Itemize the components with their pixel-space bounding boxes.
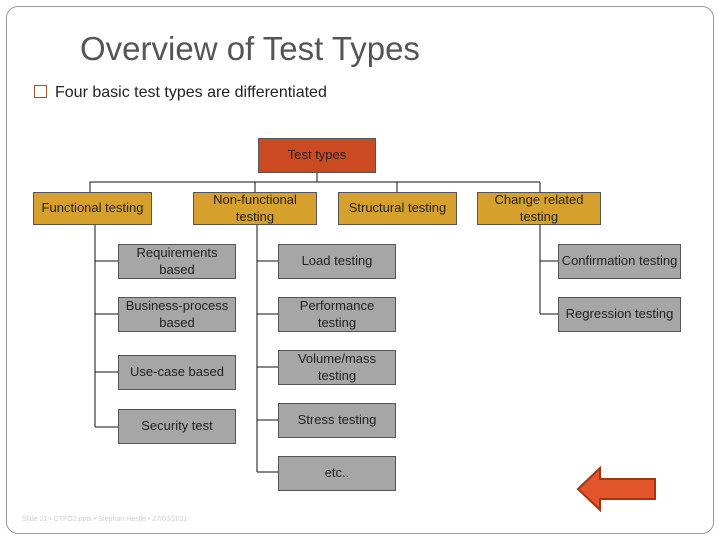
left-arrow-icon[interactable]	[576, 466, 658, 512]
slide-footer: Slide 21 • CTFO2.pptx • Stephan Hestle •…	[22, 516, 188, 523]
non-functional-testing-node: Non-functional testing	[193, 192, 317, 225]
load-testing-node: Load testing	[278, 244, 396, 279]
change-related-testing-node: Change related testing	[477, 192, 601, 225]
functional-testing-node: Functional testing	[33, 192, 152, 225]
security-test-node: Security test	[118, 409, 236, 444]
bullet-text: Four basic test types are differentiated	[55, 84, 327, 101]
business-process-based-node: Business-process based	[118, 297, 236, 332]
test-types-root-node: Test types	[258, 138, 376, 173]
structural-testing-node: Structural testing	[338, 192, 457, 225]
requirements-based-node: Requirements based	[118, 244, 236, 279]
confirmation-testing-node: Confirmation testing	[558, 244, 681, 279]
volume-mass-testing-node: Volume/mass testing	[278, 350, 396, 385]
bullet-icon	[34, 85, 47, 98]
stress-testing-node: Stress testing	[278, 403, 396, 438]
performance-testing-node: Performance testing	[278, 297, 396, 332]
bullet-point: Four basic test types are differentiated	[34, 84, 327, 102]
slide-title: Overview of Test Types	[80, 30, 420, 67]
regression-testing-node: Regression testing	[558, 297, 681, 332]
etc-node: etc..	[278, 456, 396, 491]
use-case-based-node: Use-case based	[118, 355, 236, 390]
